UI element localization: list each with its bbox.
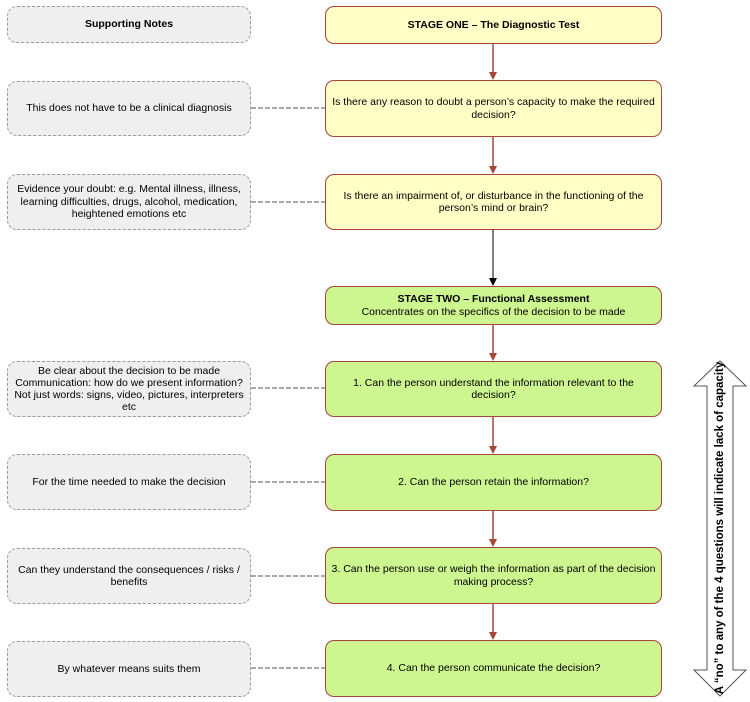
note-text: Can they understand the consequences / r… (18, 563, 240, 589)
stage-two-question-communicate: 4. Can the person communicate the decisi… (325, 640, 662, 697)
stage-one-question-impairment: Is there an impairment of, or disturbanc… (325, 174, 662, 230)
note-evidence-doubt: Evidence your doubt: e.g. Mental illness… (7, 174, 251, 230)
supporting-notes-header-text: Supporting Notes (84, 18, 174, 31)
question-text: 3. Can the person use or weigh the infor… (331, 563, 656, 588)
note-text-line1: Be clear about the decision to be made (37, 365, 221, 377)
note-text: This does not have to be a clinical diag… (26, 102, 232, 115)
double-headed-arrow (692, 360, 748, 697)
stage-two-subtitle-text: Concentrates on the specifics of the dec… (361, 305, 626, 318)
stage-two-question-understand: 1. Can the person understand the informa… (325, 361, 662, 417)
question-text: 2. Can the person retain the information… (398, 476, 589, 489)
capacity-side-label-text: A “no” to any of the 4 questions will in… (714, 361, 726, 695)
stage-one-title-text: STAGE ONE – The Diagnostic Test (407, 18, 580, 31)
note-text-line2: Communication: how do we present informa… (15, 377, 243, 389)
question-text: 4. Can the person communicate the decisi… (386, 662, 601, 675)
note-text: By whatever means suits them (57, 662, 201, 675)
stage-two-title-text: STAGE TWO – Functional Assessment (397, 293, 590, 305)
note-decision-communication: Be clear about the decision to be made C… (7, 361, 251, 417)
question-text: Is there any reason to doubt a person’s … (332, 96, 655, 121)
stage-two-question-weigh: 3. Can the person use or weigh the infor… (325, 547, 662, 604)
stage-one-question-doubt: Is there any reason to doubt a person’s … (325, 80, 662, 137)
note-text: Evidence your doubt: e.g. Mental illness… (17, 183, 241, 221)
question-text: Is there an impairment of, or disturbanc… (343, 189, 644, 215)
supporting-notes-header: Supporting Notes (7, 6, 251, 43)
note-clinical-diagnosis: This does not have to be a clinical diag… (7, 81, 251, 136)
note-text-line3: Not just words: signs, video, pictures, … (14, 389, 244, 413)
question-text: 1. Can the person understand the informa… (353, 376, 634, 402)
stage-one-title: STAGE ONE – The Diagnostic Test (325, 6, 662, 44)
note-consequences: Can they understand the consequences / r… (7, 548, 251, 604)
note-time-needed: For the time needed to make the decision (7, 454, 251, 510)
stage-two-question-retain: 2. Can the person retain the information… (325, 454, 662, 511)
note-text: For the time needed to make the decision (32, 475, 226, 488)
stage-two-title: STAGE TWO – Functional Assessment Concen… (325, 286, 662, 325)
note-whatever-means: By whatever means suits them (7, 641, 251, 697)
